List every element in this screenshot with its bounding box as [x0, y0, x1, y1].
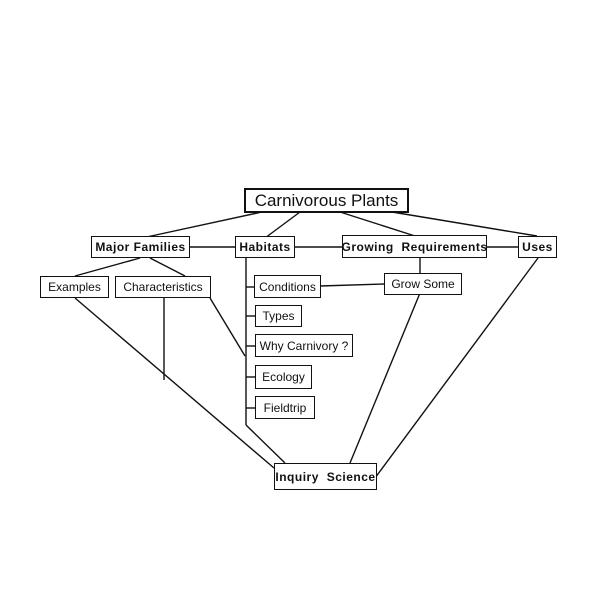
- node-types: Types: [255, 305, 302, 327]
- connector-title-major-families: [141, 211, 263, 239]
- node-ecology: Ecology: [255, 365, 312, 389]
- connector-characteristics-why-carnivory: [209, 297, 246, 357]
- node-habitats: Habitats: [235, 236, 295, 258]
- node-characteristics: Characteristics: [115, 276, 211, 298]
- node-uses: Uses: [518, 236, 557, 258]
- node-grow-some: Grow Some: [384, 273, 462, 295]
- connector-title-habitats: [264, 211, 301, 239]
- connector-title-uses: [391, 211, 538, 237]
- node-carnivorous-plants: Carnivorous Plants: [244, 188, 409, 213]
- node-why-carnivory: Why Carnivory ?: [255, 334, 353, 357]
- node-growing-requirements: Growing Requirements: [341, 235, 487, 258]
- connector-grow-some-inquiry-science: [349, 292, 421, 464]
- connector-examples-inquiry-science: [74, 297, 275, 469]
- node-fieldtrip: Fieldtrip: [255, 396, 315, 419]
- connector-conditions-grow-some: [319, 283, 385, 287]
- node-examples: Examples: [40, 276, 109, 298]
- node-major-families: Major Families: [91, 236, 190, 258]
- node-inquiry-science: Inquiry Science: [274, 463, 377, 490]
- connector-uses-inquiry-science: [374, 257, 539, 479]
- connector-major-families-examples: [74, 257, 141, 277]
- node-conditions: Conditions: [254, 275, 321, 298]
- connector-habitats-inquiry-science: [245, 424, 286, 464]
- connector-major-families-characteristics: [149, 257, 186, 277]
- connector-title-growing-requirements: [339, 211, 416, 237]
